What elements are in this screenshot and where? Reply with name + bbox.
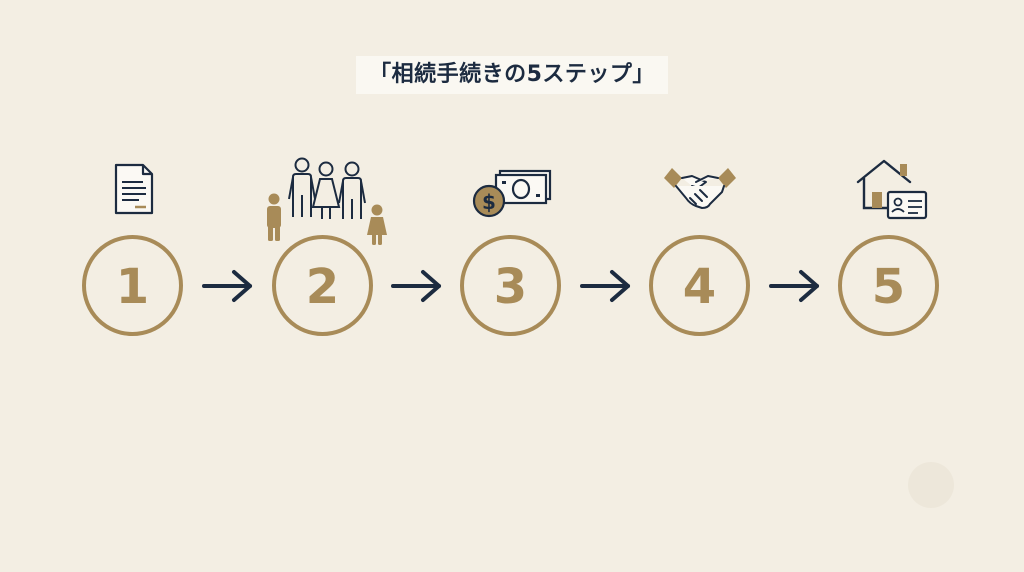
- document-icon: [114, 163, 154, 215]
- step-5-circle: 5: [838, 235, 939, 336]
- money-icon: $: [472, 169, 552, 218]
- house-id-icon: [856, 159, 928, 220]
- svg-text:$: $: [482, 190, 496, 214]
- arrow-right-icon: [391, 270, 441, 302]
- arrow-right-icon: [580, 270, 630, 302]
- family-icon: [267, 157, 387, 245]
- handshake-icon: [664, 168, 736, 209]
- step-4-circle: 4: [649, 235, 750, 336]
- arrow-right-icon: [769, 270, 819, 302]
- diagram-title: 「相続手続きの5ステップ」: [356, 56, 668, 94]
- step-1-circle: 1: [82, 235, 183, 336]
- arrow-right-icon: [202, 270, 252, 302]
- step-3-circle: 3: [460, 235, 561, 336]
- step-2-circle: 2: [272, 235, 373, 336]
- faint-circle-decoration: [908, 462, 954, 508]
